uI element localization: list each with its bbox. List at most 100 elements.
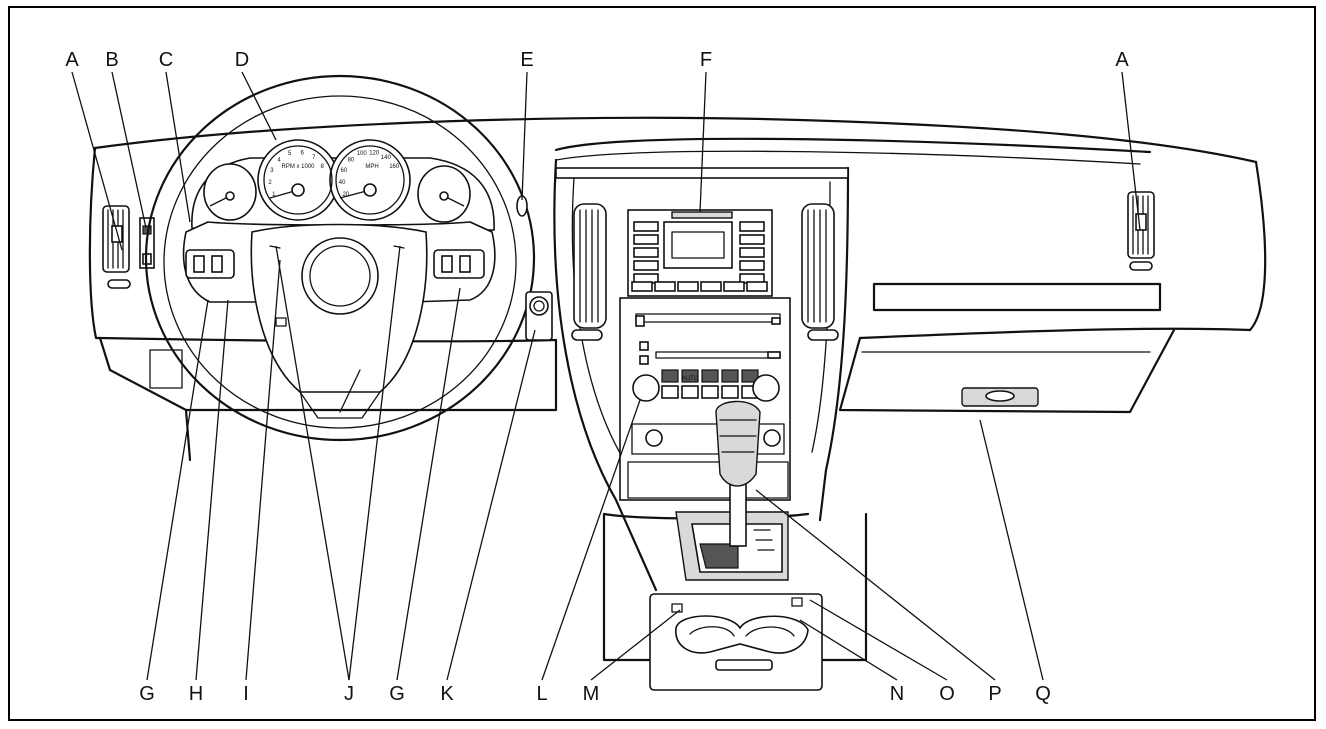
callout-label-g-right: G xyxy=(389,683,405,705)
leader-line-l xyxy=(541,399,641,681)
callout-label-g-left: G xyxy=(139,683,155,705)
shifter-shaft xyxy=(729,483,747,547)
callout-label-h: H xyxy=(189,683,203,705)
leader-line-e xyxy=(521,71,528,201)
speed-tick-5: 120 xyxy=(369,150,380,156)
dash-crest-inner xyxy=(555,150,1141,165)
leader-line-j-left xyxy=(275,245,350,681)
glovebox-latch-handle xyxy=(985,390,1015,402)
wheel-adjust-indicator xyxy=(275,317,287,327)
speed-tick-7: 160 xyxy=(389,164,400,170)
leader-line-k xyxy=(446,329,536,681)
dash-lower-right xyxy=(858,327,1252,340)
callout-label-j: J xyxy=(344,683,354,705)
steering-lower-spoke xyxy=(299,391,381,419)
leader-line-i xyxy=(245,259,281,681)
climate-button-0-1 xyxy=(661,385,679,399)
ignition-keyhole xyxy=(533,300,545,312)
audio-button-2 xyxy=(639,355,649,365)
fuel-hub xyxy=(225,191,235,201)
callout-label-i: I xyxy=(243,683,249,705)
leader-line-d xyxy=(241,71,277,141)
center-left-vent-louvers xyxy=(579,209,599,323)
climate-button-3-0 xyxy=(721,369,739,383)
softkey-left-3 xyxy=(633,260,659,271)
softkey-right-0 xyxy=(739,221,765,232)
audio-button-1 xyxy=(639,341,649,351)
callout-label-n: N xyxy=(890,683,904,705)
center-stack-left-trim xyxy=(571,177,625,461)
tach-hub xyxy=(291,183,305,197)
dash-crest xyxy=(554,137,1152,154)
column-cover-left xyxy=(184,408,192,462)
lower-console-panel xyxy=(631,423,785,455)
leader-line-o xyxy=(809,599,948,681)
leader-line-g-left xyxy=(146,299,209,681)
cupholder-wells xyxy=(675,615,809,654)
leader-line-b xyxy=(111,71,147,229)
shift-knob xyxy=(715,400,761,487)
eject-button xyxy=(635,315,645,327)
softkey-bottom-5 xyxy=(746,281,768,292)
softkey-left-0 xyxy=(633,221,659,232)
left-climate-knob xyxy=(632,374,660,402)
right-spoke-button-1 xyxy=(441,255,453,273)
climate-button-1-0 xyxy=(681,369,699,383)
climate-button-0-0 xyxy=(661,369,679,383)
softkey-right-3 xyxy=(739,260,765,271)
ignition-switch xyxy=(529,296,549,316)
storage-bin xyxy=(627,461,789,499)
leader-line-c xyxy=(165,71,191,223)
glovebox-outline xyxy=(838,328,1176,414)
lower-console-switch-left xyxy=(645,429,663,447)
softkey-bottom-1 xyxy=(654,281,676,292)
callout-label-o: O xyxy=(939,683,955,705)
climate-control-buttons xyxy=(661,369,759,399)
leader-line-m xyxy=(590,609,681,681)
center-left-vent xyxy=(573,203,607,329)
speedo-hub xyxy=(363,183,377,197)
center-left-vent-thumbwheel xyxy=(571,329,603,341)
callout-label-b: B xyxy=(105,49,118,71)
speed-tick-1: 40 xyxy=(339,180,346,186)
horn-symbols xyxy=(269,245,405,249)
callout-label-f: F xyxy=(700,49,712,71)
climate-button-1-1 xyxy=(681,385,699,399)
speed-tick-6: 140 xyxy=(381,155,392,161)
softkey-left-1 xyxy=(633,234,659,245)
climate-button-2-0 xyxy=(701,369,719,383)
airbag-center-inner xyxy=(309,245,371,307)
center-right-vent-thumbwheel xyxy=(807,329,839,341)
cupholder-release-button xyxy=(791,597,803,607)
left-spoke-button-2 xyxy=(211,255,223,273)
climate-button-4-0 xyxy=(741,369,759,383)
shift-gate-recess xyxy=(699,543,739,569)
speed-tick-2: 60 xyxy=(341,168,348,174)
tach-inner-ring xyxy=(263,145,333,215)
right-spoke-button-2 xyxy=(459,255,471,273)
audio-button-3 xyxy=(767,351,781,359)
infotainment-screen-inner xyxy=(671,231,725,259)
passenger-trim-panel xyxy=(872,282,1162,312)
climate-button-3-1 xyxy=(721,385,739,399)
speed-tick-0: 20 xyxy=(342,192,349,198)
leader-line-a-left xyxy=(71,71,123,251)
tach-tick-7: 8 xyxy=(321,164,325,170)
display-top-strip xyxy=(671,211,733,219)
callout-label-a-right: A xyxy=(1115,49,1129,71)
right-climate-knob xyxy=(752,374,780,402)
callout-label-k: K xyxy=(440,683,454,705)
callout-label-l: L xyxy=(536,683,547,705)
softkey-right-2 xyxy=(739,247,765,258)
speed-units: MPH xyxy=(365,164,378,170)
callout-label-a-left: A xyxy=(65,49,79,71)
speedo-inner-ring xyxy=(335,145,405,215)
tach-tick-0: 1 xyxy=(272,192,276,198)
right-outer-vent-thumbwheel xyxy=(1129,261,1153,271)
center-right-vent xyxy=(801,203,835,329)
climate-button-2-1 xyxy=(701,385,719,399)
tach-tick-1: 2 xyxy=(268,180,272,186)
leader-line-a-right xyxy=(1121,71,1141,231)
softkey-left-2 xyxy=(633,247,659,258)
